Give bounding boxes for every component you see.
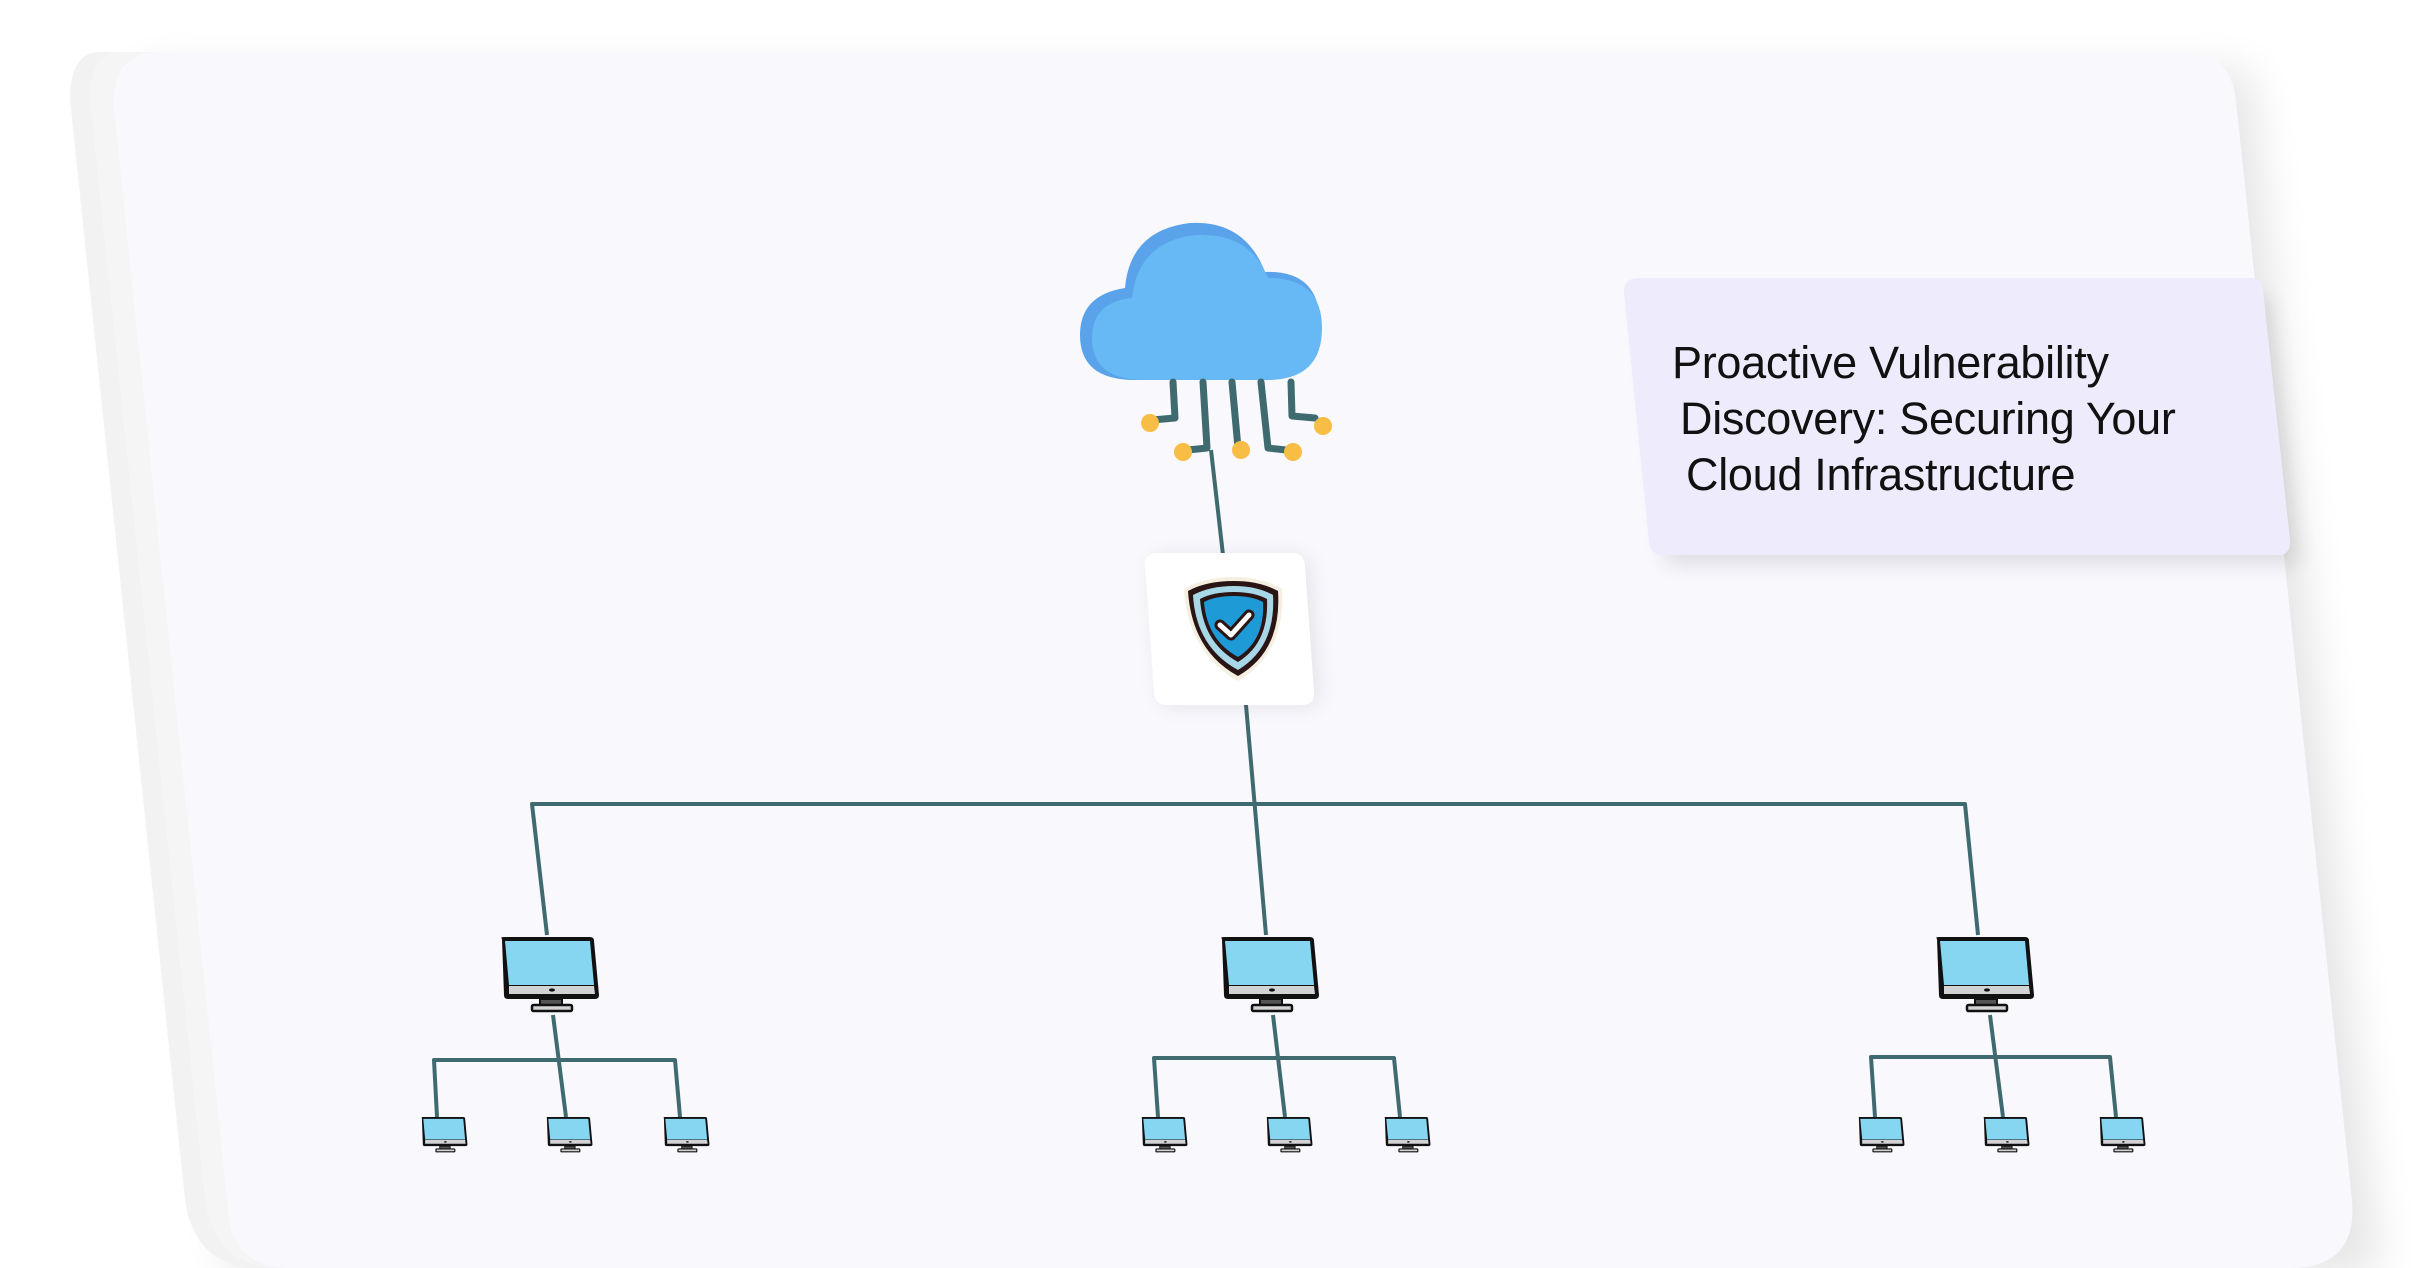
- client-monitor-center-1[interactable]: [1141, 1117, 1188, 1153]
- title-line-2: Discovery: Securing Your: [1680, 393, 2176, 444]
- title-box: [1623, 278, 2291, 555]
- shield-check-icon: [1184, 577, 1283, 681]
- client-monitor-left-3[interactable]: [663, 1117, 710, 1153]
- client-monitor-center-3[interactable]: [1384, 1117, 1431, 1153]
- title-text: Proactive Vulnerability Discovery: Secur…: [1672, 335, 2176, 503]
- connector-center-hub-down: [1271, 1014, 1287, 1118]
- monitors: [421, 937, 2146, 1153]
- title-line-3: Cloud Infrastructure: [1686, 449, 2076, 500]
- shield-node[interactable]: [1144, 553, 1321, 707]
- title-line-1: Proactive Vulnerability: [1672, 337, 2109, 388]
- client-monitor-right-3[interactable]: [2099, 1117, 2146, 1153]
- hub-monitor-left[interactable]: [501, 937, 599, 1013]
- connector-main-bus: [530, 802, 1980, 936]
- connector-cloud-shield: [1209, 449, 1225, 556]
- connector-shield-bus: [1244, 704, 1268, 936]
- client-monitor-right-2[interactable]: [1983, 1117, 2030, 1153]
- connector-right-hub-down: [1988, 1014, 2005, 1118]
- connectors: [432, 449, 2118, 1118]
- connector-right-sub-bus: [1869, 1055, 2118, 1118]
- connector-center-sub-bus: [1152, 1056, 1402, 1118]
- client-monitor-right-1[interactable]: [1858, 1117, 1905, 1153]
- connector-left-hub-down: [551, 1014, 568, 1118]
- hub-monitor-center[interactable]: [1221, 937, 1319, 1013]
- cloud-network-icon[interactable]: [1080, 222, 1332, 461]
- hub-monitor-right[interactable]: [1936, 937, 2034, 1013]
- connector-left-sub-bus: [432, 1058, 682, 1118]
- client-monitor-left-2[interactable]: [546, 1117, 593, 1153]
- client-monitor-left-1[interactable]: [421, 1117, 468, 1153]
- client-monitor-center-2[interactable]: [1266, 1117, 1313, 1153]
